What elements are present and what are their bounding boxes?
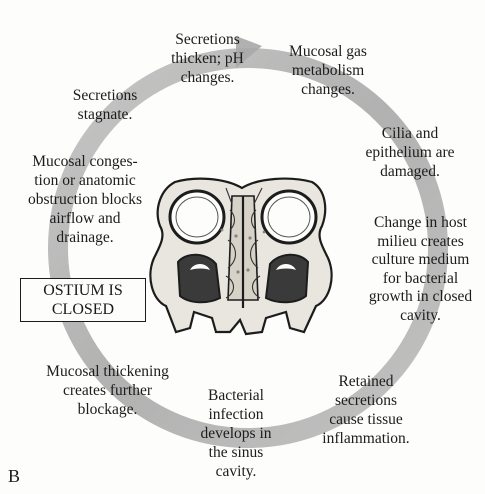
panel-label: B (8, 466, 20, 487)
step-mucosal-congestion: Mucosal conges- tion or anatomic obstruc… (10, 152, 160, 247)
step-secretions-stagnate: Secretions stagnate. (55, 86, 155, 124)
step-mucosal-gas-metabolism: Mucosal gas metabolism changes. (268, 42, 388, 99)
step-secretions-thicken: Secretions thicken; pH changes. (150, 30, 265, 87)
step-host-milieu-change: Change in host milieu creates culture me… (356, 214, 485, 325)
step-retained-secretions: Retained secretions cause tissue inflamm… (306, 372, 426, 448)
step-bacterial-infection: Bacterial infection develops in the sinu… (182, 386, 290, 481)
ostium-closed-box: OSTIUM IS CLOSED (20, 278, 146, 322)
step-mucosal-thickening: Mucosal thickening creates further block… (30, 362, 185, 419)
sinus-cross-section-icon (150, 179, 331, 334)
step-cilia-damaged: Cilia and epithelium are damaged. (345, 124, 475, 181)
